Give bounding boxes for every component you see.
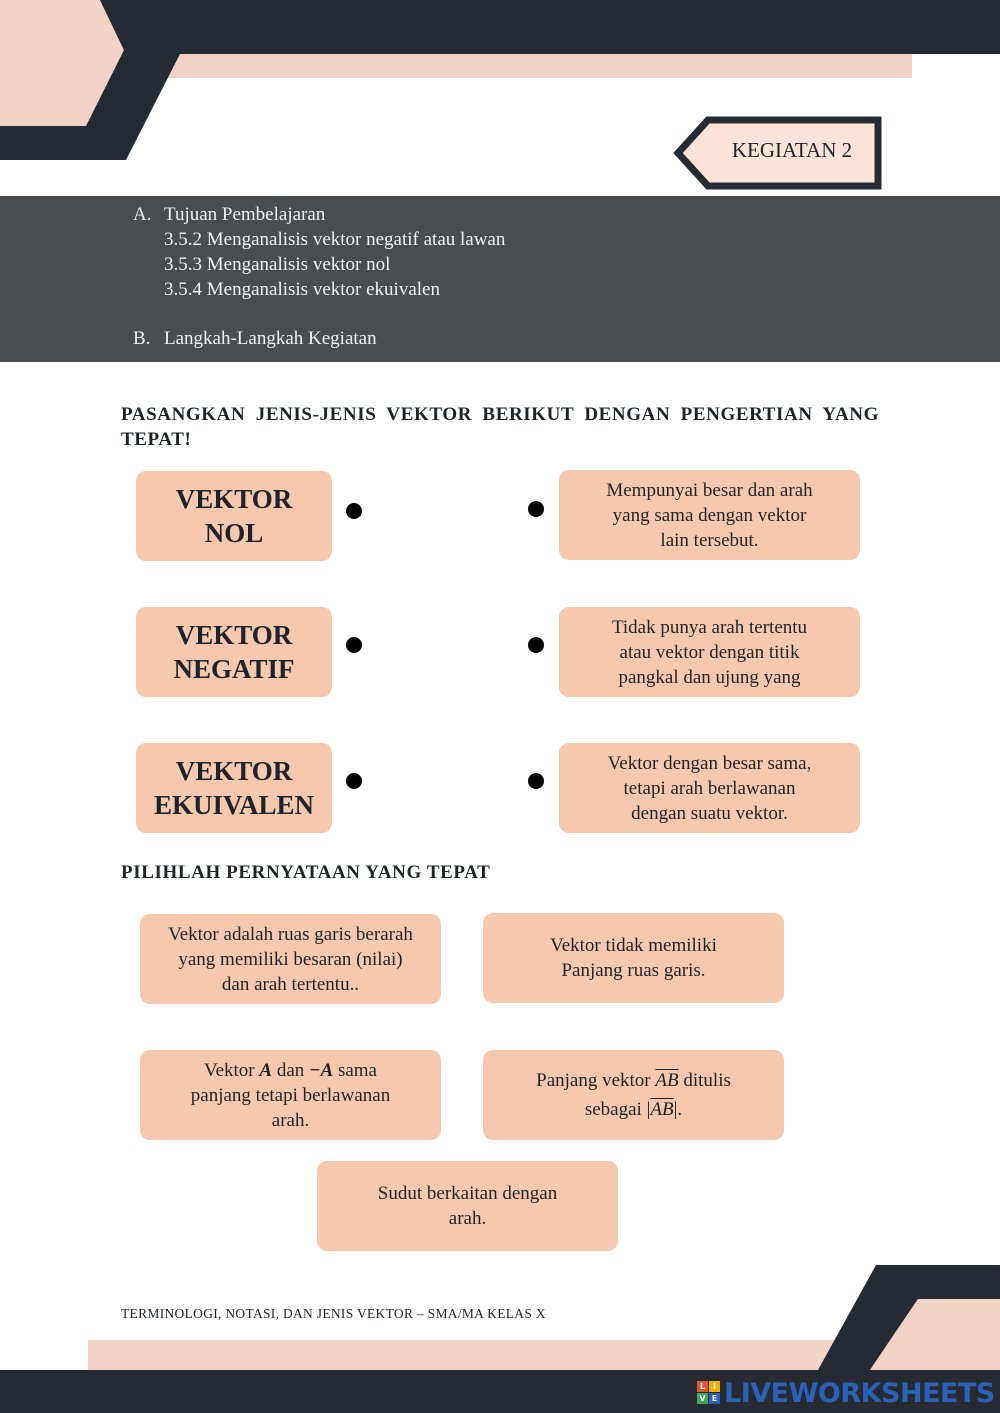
matching-title: PASANGKAN JENIS-JENIS VEKTOR BERIKUT DEN…: [121, 404, 879, 450]
definition-line: pangkal dan ujung yang: [618, 666, 801, 688]
statement-option-1[interactable]: Vektor adalah ruas garis berarah yang mem…: [140, 914, 441, 1004]
definition-3: Vektor dengan besar sama, tetapi arah ber…: [559, 743, 860, 833]
statement-line: Panjang ruas garis.: [561, 960, 706, 981]
statement-text: ditulis: [678, 1070, 731, 1091]
objective-item: 3.5.2 Menganalisis vektor negatif atau l…: [164, 229, 506, 250]
term-vektor-ekuivalen: VEKTOR EKUIVALEN: [136, 743, 332, 833]
match-dot-left-2[interactable]: [346, 637, 362, 653]
footer-text: TERMINOLOGI, NOTASI, DAN JENIS VEKTOR – …: [121, 1306, 546, 1321]
kegiatan-tag-shape: [673, 116, 882, 190]
liveworksheets-wordmark: LIVEWORKSHEETS: [724, 1377, 995, 1409]
vector-a-symbol: A: [259, 1059, 273, 1081]
statement-line: arah.: [448, 1208, 487, 1229]
definition-line: tetapi arah berlawanan: [623, 777, 796, 799]
objectives-band: A. Tujuan Pembelajaran 3.5.2 Menganalisi…: [0, 196, 1000, 362]
statement-line: yang memiliki besaran (nilai): [178, 948, 403, 970]
kegiatan-label: KEGIATAN 2: [731, 138, 853, 162]
statement-option-4[interactable]: Panjang vektor AB ditulis sebagai |AB|.: [483, 1050, 784, 1140]
statement-line: Vektor tidak memiliki: [550, 935, 717, 956]
term-line: EKUIVALEN: [153, 790, 315, 820]
vector-ab-symbol: AB: [655, 1070, 679, 1091]
definition-line: atau vektor dengan titik: [619, 641, 800, 663]
definition-line: Mempunyai besar dan arah: [606, 479, 813, 501]
abs-bar-close: |.: [673, 1099, 683, 1120]
term-line: NEGATIF: [173, 654, 295, 684]
objective-b-marker: B.: [133, 328, 151, 349]
statement-text: sama: [333, 1059, 377, 1081]
objective-a-marker: A.: [133, 204, 152, 225]
definition-line: Vektor dengan besar sama,: [607, 752, 812, 774]
statement-line: Sudut berkaitan dengan: [377, 1183, 558, 1204]
term-line: NOL: [204, 518, 264, 548]
statement-text: Vektor: [203, 1059, 260, 1081]
statement-line: panjang tetapi berlawanan: [190, 1084, 391, 1106]
match-dot-right-2[interactable]: [528, 637, 544, 653]
statement-text: Panjang vektor: [536, 1070, 656, 1091]
logo-letter: I: [709, 1381, 720, 1392]
objective-item: 3.5.3 Menganalisis vektor nol: [164, 254, 391, 275]
term-line: VEKTOR: [175, 620, 293, 650]
logo-letter: E: [709, 1393, 720, 1404]
statement-line: dan arah tertentu..: [221, 973, 360, 995]
match-dot-left-3[interactable]: [346, 773, 362, 789]
logo-letter: V: [697, 1393, 708, 1404]
term-vektor-negatif: VEKTOR NEGATIF: [136, 607, 332, 697]
definition-line: dengan suatu vektor.: [631, 802, 788, 824]
header-decoration: [0, 0, 1000, 160]
liveworksheets-logo[interactable]: L I V E LIVEWORKSHEETS: [697, 1377, 995, 1409]
abs-bar-open: |: [646, 1099, 651, 1120]
statement-option-3[interactable]: Vektor A dan −A sama panjang tetapi berl…: [140, 1050, 441, 1140]
term-vektor-nol: VEKTOR NOL: [136, 471, 332, 561]
logo-letter: L: [697, 1381, 708, 1392]
statement-text: dan: [272, 1059, 310, 1081]
objective-item: 3.5.4 Menganalisis vektor ekuivalen: [164, 279, 440, 300]
term-line: VEKTOR: [175, 484, 293, 514]
definition-2: Tidak punya arah tertentu atau vektor den…: [559, 607, 860, 697]
vector-neg-a-symbol: −A: [309, 1059, 334, 1081]
definition-line: Tidak punya arah tertentu: [611, 616, 808, 638]
definition-line: lain tersebut.: [660, 529, 759, 551]
definition-1: Mempunyai besar dan arah yang sama dengan…: [559, 470, 860, 560]
footer-decoration: [0, 1265, 1000, 1413]
match-dot-left-1[interactable]: [346, 503, 362, 519]
statements-title: PILIHLAH PERNYATAAN YANG TEPAT: [121, 862, 491, 883]
statement-option-5[interactable]: Sudut berkaitan dengan arah.: [317, 1161, 618, 1251]
statement-text: sebagai: [584, 1099, 647, 1120]
definition-line: yang sama dengan vektor: [612, 504, 807, 526]
term-line: VEKTOR: [175, 756, 293, 786]
objective-a-title: Tujuan Pembelajaran: [164, 204, 326, 225]
liveworksheets-mark-icon: L I V E: [697, 1381, 721, 1405]
match-dot-right-3[interactable]: [528, 773, 544, 789]
objective-b-title: Langkah-Langkah Kegiatan: [164, 328, 377, 349]
vector-ab-magnitude: AB: [650, 1099, 674, 1120]
statement-line: arah.: [271, 1109, 310, 1131]
match-dot-right-1[interactable]: [528, 501, 544, 517]
statement-line: Vektor adalah ruas garis berarah: [168, 923, 413, 945]
